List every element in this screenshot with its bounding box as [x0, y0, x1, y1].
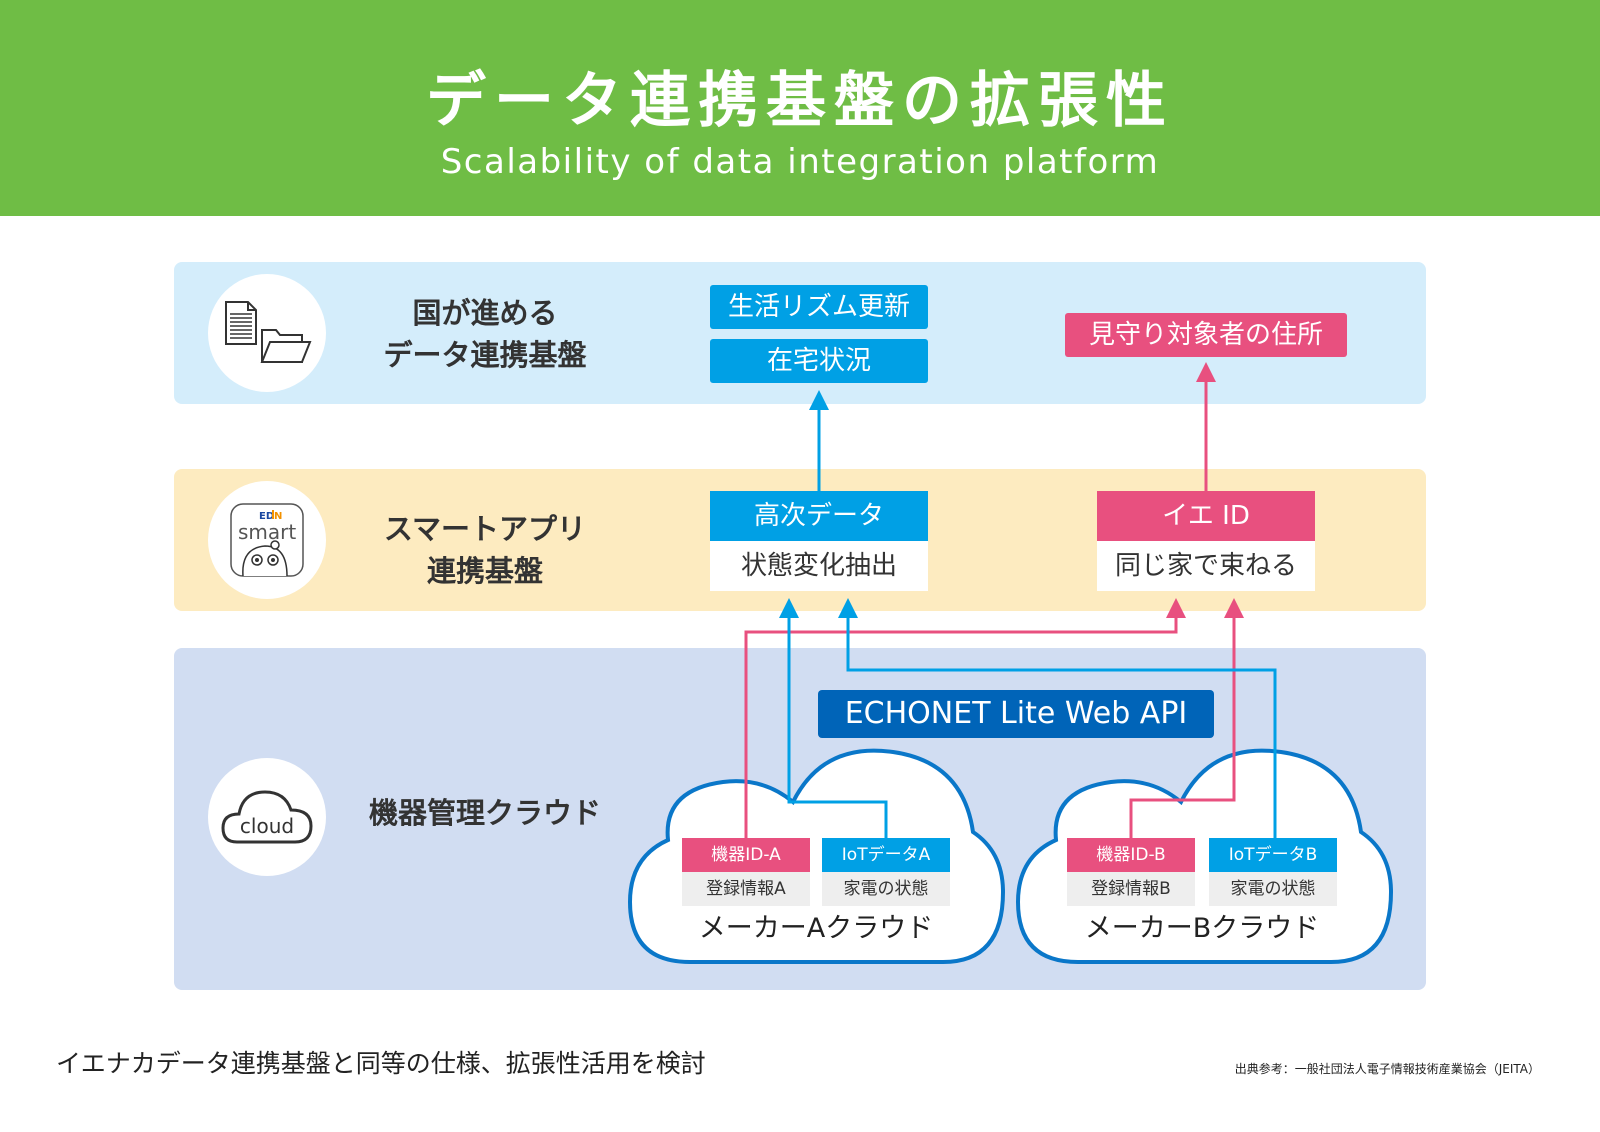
source-citation: 出典参考：一般社団法人電子情報技術産業協会（JEITA） — [1234, 1062, 1540, 1076]
iot-data-b-head: IoTデータB — [1209, 838, 1337, 872]
svg-text:smart: smart — [238, 520, 296, 544]
tier-device-cloud-label: 機器管理クラウド — [368, 796, 601, 830]
line-device-id-b-to-home-id — [1129, 618, 1236, 838]
registration-info-b-body: 登録情報B — [1067, 872, 1195, 906]
tier-smart-app-label-line1: スマートアプリ — [383, 512, 587, 546]
header-banner: データ連携基盤の拡張性 Scalability of data integrat… — [0, 0, 1600, 216]
svg-text:N: N — [274, 511, 282, 522]
arrowhead-pink-home-id-left — [1166, 598, 1186, 618]
state-change-extraction-body: 状態変化抽出 — [710, 541, 928, 591]
cloud-icon: cloud — [221, 790, 313, 844]
appliance-status-b-body: 家電の状態 — [1209, 872, 1337, 906]
line-device-id-a-to-home-id — [744, 618, 1178, 838]
tier-national-label: 国が進める データ連携基盤 — [360, 292, 610, 376]
maker-b-cloud-shape — [1015, 748, 1394, 964]
maker-b-cloud-name: メーカーBクラウド — [1084, 913, 1320, 944]
maker-a-cloud-name: メーカーAクラウド — [698, 913, 934, 944]
tier-smart-app-label-line2: 連携基盤 — [426, 554, 543, 588]
high-order-data-head: 高次データ — [710, 491, 928, 541]
cloud-icon-text: cloud — [240, 814, 294, 838]
line-iot-a-to-high-data — [787, 618, 888, 838]
arrowhead-blue-national — [809, 390, 829, 410]
echonet-lite-web-api-label: ECHONET Lite Web API — [818, 690, 1214, 738]
arrowhead-pink-home-id-right — [1224, 598, 1244, 618]
maker-a-cloud-shape — [627, 748, 1006, 964]
tier-smart-app-label: スマートアプリ 連携基盤 — [360, 508, 610, 592]
device-id-b-head: 機器ID-B — [1067, 838, 1195, 872]
tier-device-cloud-icon-circle: cloud — [208, 758, 326, 876]
appliance-status-a-body: 家電の状態 — [822, 872, 950, 906]
device-id-a-head: 機器ID-A — [682, 838, 810, 872]
svg-text:ED: ED — [259, 511, 274, 522]
line-iot-b-to-high-data — [846, 618, 1277, 838]
edion-smart-app-icon: ED N smart — [230, 503, 304, 577]
tier-national-label-line2: データ連携基盤 — [383, 338, 587, 372]
tier-national-icon-circle — [208, 274, 326, 392]
arrowhead-pink-address — [1196, 362, 1216, 382]
bundle-same-home-body: 同じ家で束ねる — [1097, 541, 1315, 591]
arrowhead-blue-high-data-right — [838, 598, 858, 618]
tier-smart-app-icon-circle: ED N smart — [208, 481, 326, 599]
page-subtitle: Scalability of data integration platform — [440, 142, 1160, 182]
tier-national-label-line1: 国が進める — [412, 296, 558, 330]
footer-note: イエナカデータ連携基盤と同等の仕様、拡張性活用を検討 — [56, 1049, 706, 1078]
page-title: データ連携基盤の拡張性 — [426, 66, 1174, 136]
iot-data-a-head: IoTデータA — [822, 838, 950, 872]
registration-info-a-body: 登録情報A — [682, 872, 810, 906]
arrowhead-blue-high-data-left — [779, 598, 799, 618]
at-home-status-box: 在宅状況 — [710, 339, 928, 383]
home-id-head: イエ ID — [1097, 491, 1315, 541]
document-folder-icon — [225, 301, 312, 363]
watched-person-address-box: 見守り対象者の住所 — [1065, 313, 1347, 357]
life-rhythm-box: 生活リズム更新 — [710, 285, 928, 329]
